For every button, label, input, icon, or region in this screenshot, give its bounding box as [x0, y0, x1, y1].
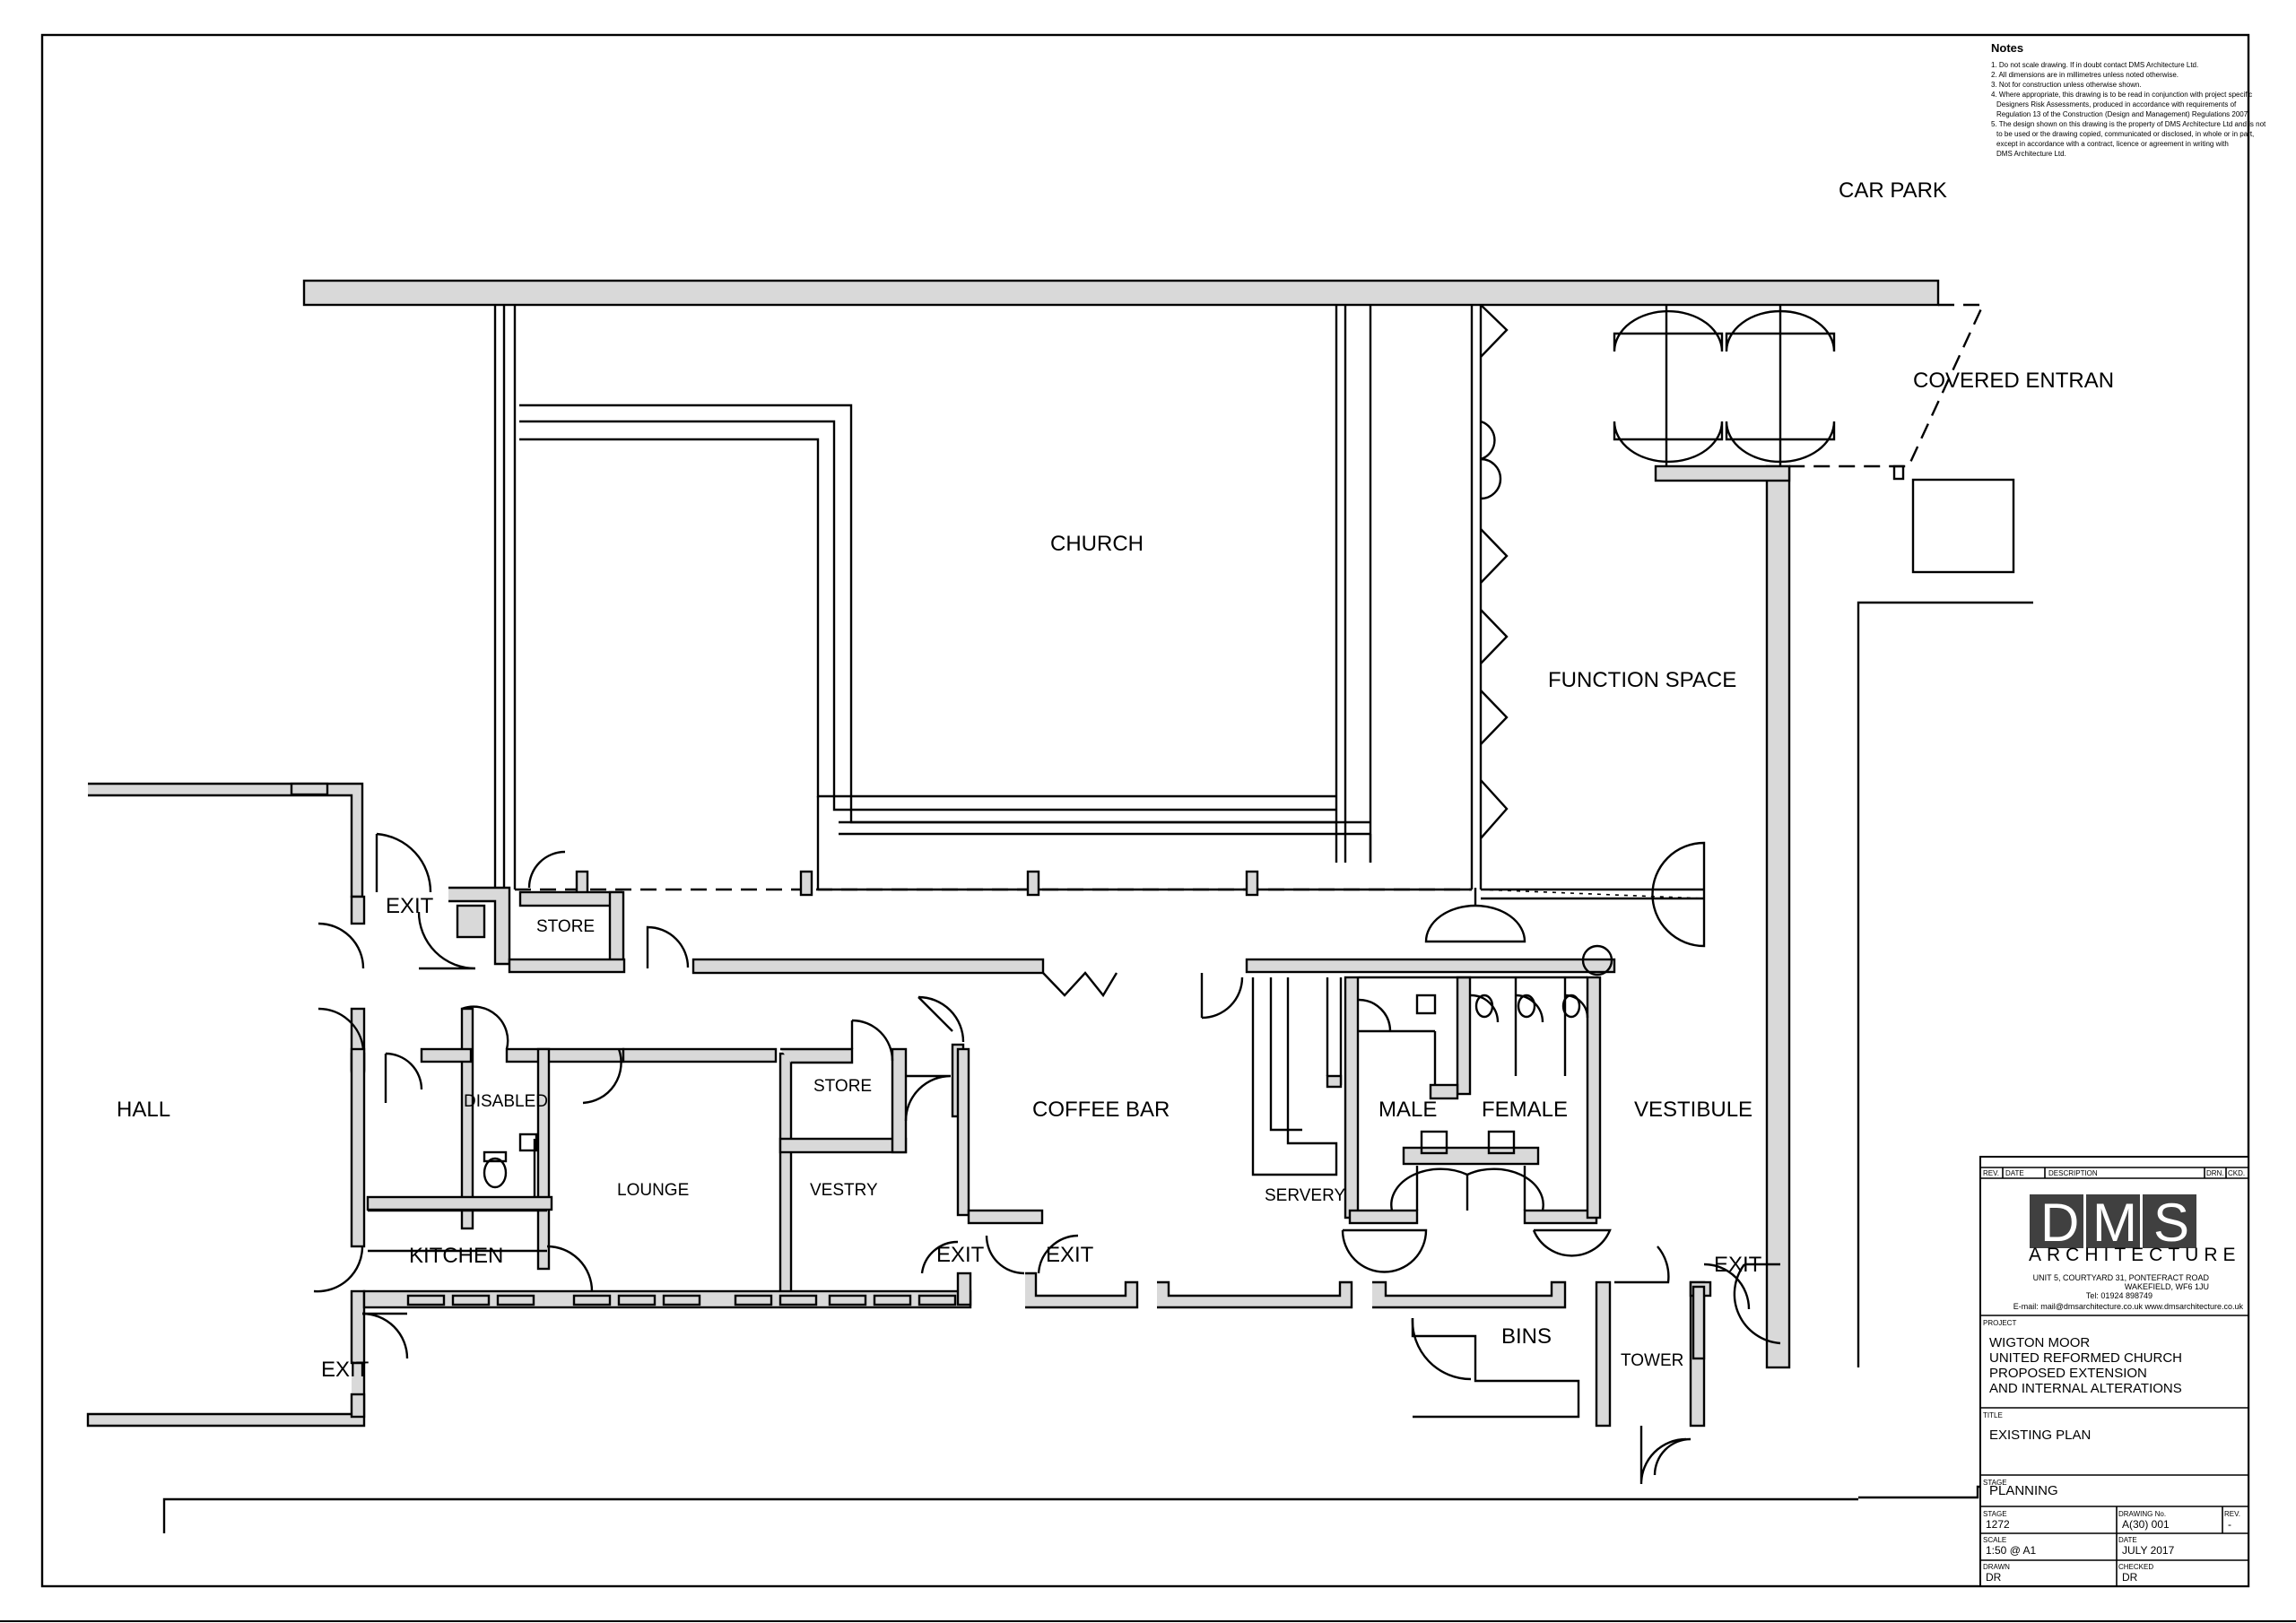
label-exit: EXIT	[321, 1358, 370, 1382]
tb-drawing-no-value: A(30) 001	[2122, 1518, 2170, 1531]
label-exit: EXIT	[936, 1243, 985, 1267]
tb-rev-label: REV.	[2224, 1510, 2240, 1518]
label-disabled: DISABLED	[464, 1092, 548, 1111]
tb-rev-value: -	[2228, 1518, 2231, 1531]
sheet-border	[40, 33, 2250, 1588]
dms-logo: D M S ARCHITECTURE	[2029, 1193, 2241, 1265]
tb-project-line: AND INTERNAL ALTERATIONS	[1989, 1381, 2182, 1396]
note-line: 5. The design shown on this drawing is t…	[1991, 120, 2266, 128]
title-block: REV. DATE DESCRIPTION DRN. CKD. D M S AR…	[1979, 1156, 2249, 1587]
tb-stage-label: STAGE	[1983, 1479, 2007, 1487]
address-line: Tel: 01924 898749	[2086, 1291, 2152, 1300]
note-line: 4. Where appropriate, this drawing is to…	[1991, 91, 2252, 99]
tb-date-label: DATE	[2118, 1536, 2137, 1544]
logo-letter: M	[2092, 1193, 2137, 1253]
label-tower: TOWER	[1621, 1351, 1683, 1370]
label-store: STORE	[536, 917, 595, 936]
label-male: MALE	[1378, 1098, 1437, 1122]
note-line: 3. Not for construction unless otherwise…	[1991, 81, 2142, 89]
note-line: except in accordance with a contract, li…	[1996, 140, 2229, 148]
address-line: WAKEFIELD, WF6 1JU	[2125, 1282, 2209, 1291]
label-coffee-bar: COFFEE BAR	[1032, 1098, 1170, 1122]
tb-project-no-value: 1272	[1986, 1518, 2010, 1531]
tb-checked-value: DR	[2122, 1571, 2138, 1584]
label-store: STORE	[813, 1077, 872, 1096]
logo-letter: S	[2153, 1193, 2189, 1253]
label-kitchen: KITCHEN	[409, 1244, 503, 1268]
tb-drawn-label: DRAWN	[1983, 1563, 2010, 1571]
tb-title-label: TITLE	[1983, 1411, 2003, 1419]
tb-scale-label: SCALE	[1983, 1536, 2006, 1544]
tb-date-value: JULY 2017	[2122, 1544, 2175, 1557]
tb-date-header: DATE	[2005, 1169, 2024, 1177]
tb-drawn-value: DR	[1986, 1571, 2002, 1584]
label-servery: SERVERY	[1265, 1186, 1345, 1205]
room-labels: CAR PARK COVERED ENTRAN CHURCH FUNCTION …	[117, 178, 2114, 1382]
tb-project-line: UNITED REFORMED CHURCH	[1989, 1350, 2182, 1366]
notes-heading: Notes	[1991, 41, 2023, 55]
tb-stage-label: STAGE	[1983, 1510, 2007, 1518]
note-line: 1. Do not scale drawing. If in doubt con…	[1991, 61, 2198, 69]
tb-rev-header: REV.	[1983, 1169, 1999, 1177]
tb-description-header: DESCRIPTION	[2048, 1169, 2098, 1177]
label-lounge: LOUNGE	[617, 1181, 689, 1200]
tb-title-value: EXISTING PLAN	[1989, 1428, 2091, 1443]
tb-drawing-no-label: DRAWING No.	[2118, 1510, 2166, 1518]
east-wall	[1765, 464, 1791, 1369]
label-vestry: VESTRY	[810, 1181, 878, 1200]
tb-drn-header: DRN.	[2206, 1169, 2224, 1177]
north-wall	[302, 279, 1940, 307]
tb-checked-label: CHECKED	[2118, 1563, 2153, 1571]
label-vestibule: VESTIBULE	[1634, 1098, 1752, 1122]
label-covered-entrance: COVERED ENTRAN	[1913, 369, 2114, 393]
label-exit: EXIT	[1046, 1243, 1094, 1267]
logo-architecture: ARCHITECTURE	[2029, 1245, 2241, 1265]
note-line: Regulation 13 of the Construction (Desig…	[1996, 110, 2249, 118]
note-line: Designers Risk Assessments, produced in …	[1996, 100, 2237, 108]
note-line: DMS Architecture Ltd.	[1996, 150, 2066, 158]
tb-project-line: PROPOSED EXTENSION	[1989, 1366, 2147, 1381]
note-line: to be used or the drawing copied, commun…	[1996, 130, 2254, 138]
label-function-space: FUNCTION SPACE	[1548, 668, 1736, 692]
label-hall: HALL	[117, 1098, 170, 1122]
column-block	[1911, 478, 2015, 574]
label-female: FEMALE	[1482, 1098, 1568, 1122]
tb-project-label: PROJECT	[1983, 1319, 2016, 1327]
tb-ckd-header: CKD.	[2228, 1169, 2245, 1177]
south-windows	[406, 1294, 957, 1306]
label-exit: EXIT	[386, 894, 434, 918]
label-exit: EXIT	[1714, 1253, 1762, 1277]
label-bins: BINS	[1501, 1324, 1552, 1349]
notes-block: Notes 1. Do not scale drawing. If in dou…	[1991, 41, 2266, 158]
note-line: 2. All dimensions are in millimetres unl…	[1991, 71, 2179, 79]
address-line: E-mail: mail@dmsarchitecture.co.uk www.d…	[2013, 1302, 2244, 1311]
tb-project-line: WIGTON MOOR	[1989, 1335, 2090, 1350]
address-line: UNIT 5, COURTYARD 31, PONTEFRACT ROAD	[2033, 1273, 2210, 1282]
tb-scale-value: 1:50 @ A1	[1986, 1544, 2037, 1557]
label-car-park: CAR PARK	[1839, 178, 1947, 203]
label-church: CHURCH	[1050, 532, 1144, 556]
tb-stage-value: PLANNING	[1989, 1483, 2058, 1498]
building-walls	[86, 279, 2248, 1533]
logo-letter: D	[2040, 1193, 2079, 1253]
